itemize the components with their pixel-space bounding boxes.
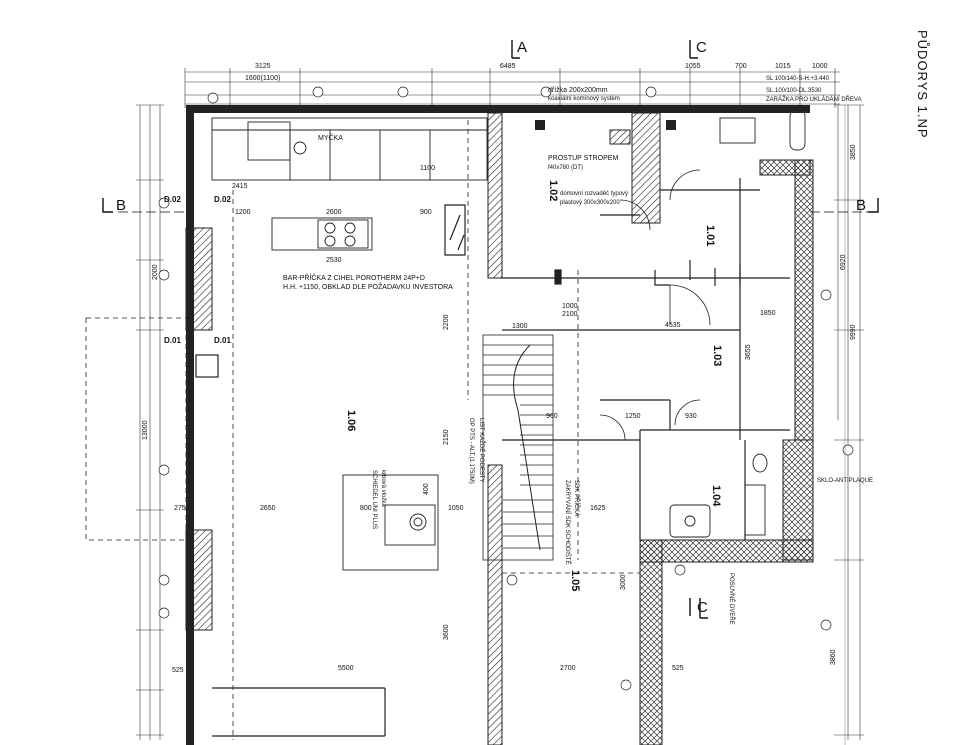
dim-2700: 2700 <box>560 665 576 672</box>
dim-2100: 2100 <box>562 311 578 318</box>
section-marker-c-top: C <box>696 39 707 56</box>
dim-top-2: 6485 <box>500 63 516 70</box>
dim-1200: 1200 <box>235 209 251 216</box>
wall-tag-d01-a: D.01 <box>164 336 181 345</box>
dim-930: 930 <box>685 413 697 420</box>
note-stair-4: ZAKRYVÁNÍ SDK SCHODIŠTĚ <box>564 480 572 565</box>
circle-tags <box>158 86 854 691</box>
note-distribution-1: domovní rozvaděč typový <box>560 191 628 197</box>
dim-400: 400 <box>423 483 430 495</box>
dim-800: 800 <box>360 505 372 512</box>
note-fireplace: krbová vložka <box>380 470 386 507</box>
dim-5500: 5500 <box>338 665 354 672</box>
section-marker-b-right: B <box>856 197 866 214</box>
dim-3600: 3600 <box>443 624 450 640</box>
door-swings <box>599 169 711 441</box>
note-passage: PROSTUP STROPEM <box>548 155 618 162</box>
note-stair-3: SDK PŘÍČKA <box>573 480 581 516</box>
room-label-1-02: 1.02 <box>547 180 559 201</box>
dim-4535: 4535 <box>665 322 681 329</box>
section-markers <box>102 40 879 619</box>
note-sliding-door: POSUVNÉ DVEŘE <box>728 573 736 625</box>
dim-top-1: 3125 <box>255 63 271 70</box>
dim-3000: 3000 <box>620 574 627 590</box>
dim-top-4: 700 <box>735 63 747 70</box>
dim-top-a: 1600(1100) <box>245 75 280 82</box>
room-label-1-04: 1.04 <box>710 485 722 507</box>
note-storage: ZARÁŽKA PRO UKLÁDÁNÍ DŘEVA <box>766 95 862 103</box>
fireplace <box>342 474 439 571</box>
dim-1050: 1050 <box>448 505 464 512</box>
dim-900: 900 <box>420 209 432 216</box>
note-stair-2: OP PTS - ALT.(1.1750M) <box>468 418 474 484</box>
room-label-1-06: 1.06 <box>345 410 357 431</box>
bathroom-fixtures <box>669 109 806 538</box>
dim-2650: 2650 <box>260 505 276 512</box>
note-bar-2: H.H. +1150, OBKLAD DLE POŽADAVKU INVESTO… <box>283 282 453 291</box>
dim-top-6: 1000 <box>812 63 828 70</box>
dim-2600: 2600 <box>326 209 342 216</box>
note-sl2: SL.100/100-DL.3530 <box>766 88 822 94</box>
dim-525: 525 <box>672 665 684 672</box>
note-chimney-sub: koaxiální komínový systém <box>548 96 620 102</box>
dim-2415: 2415 <box>232 183 248 190</box>
dim-960: 960 <box>546 413 558 420</box>
wall-tag-d01-b: D.01 <box>214 336 231 345</box>
dim-1300: 1300 <box>512 323 528 330</box>
drawing-title: PŮDORYS 1.NP <box>915 30 930 139</box>
note-dishwasher: MYČKA <box>318 133 343 142</box>
dim-3860: 3860 <box>830 649 837 665</box>
dim-1625: 1625 <box>590 505 606 512</box>
note-fireplace-2: SCHIEDEL UNI PLUS <box>371 470 377 529</box>
kitchen-counter <box>211 117 488 251</box>
dim-2000: 2000 <box>152 264 159 280</box>
wall-tag-d02-a: D.02 <box>164 195 181 204</box>
dimension-texts: 3125 6485 1055 700 1015 1000 1600(1100) … <box>142 63 857 674</box>
dim-1250: 1250 <box>625 413 641 420</box>
dim-2150: 2150 <box>443 429 450 445</box>
section-marker-c-bottom: C <box>697 599 708 616</box>
dim-top-5: 1015 <box>775 63 791 70</box>
dim-525-left: 525 <box>172 667 184 674</box>
walls <box>185 105 814 745</box>
dim-9990: 9990 <box>850 324 857 340</box>
dim-1100: 1100 <box>420 165 435 172</box>
section-marker-a: A <box>517 39 527 56</box>
note-passage-sub: f40x780 (DT) <box>548 165 583 171</box>
dimension-lines <box>136 68 864 740</box>
dim-1000: 1000 <box>562 303 578 310</box>
room-label-1-01: 1.01 <box>704 225 716 246</box>
room-label-1-05: 1.05 <box>569 570 581 591</box>
note-distribution-2: plastový 300x300x200 <box>560 200 620 206</box>
dim-3655: 3655 <box>745 344 752 360</box>
note-bar-1: BAR-PŘÍČKA Z CIHEL POROTHERM 24P+D <box>283 273 425 282</box>
dim-2200: 2200 <box>443 314 450 330</box>
dim-6920: 6920 <box>840 254 847 270</box>
dim-2530: 2530 <box>326 257 342 264</box>
wall-tag-d02-b: D.02 <box>214 195 231 204</box>
dim-3850: 3850 <box>850 144 857 160</box>
room-label-1-03: 1.03 <box>711 345 723 366</box>
note-sl1: SL 100/140-S-H.+3.440 <box>766 76 830 82</box>
dim-13000: 13000 <box>142 420 149 440</box>
dashed-outlines <box>85 120 640 740</box>
dim-1850: 1850 <box>760 310 776 317</box>
note-stair-1: LIST KAŽDÉ PODESTY <box>478 418 486 483</box>
note-chimney: dřížka 200x200mm <box>548 87 608 94</box>
section-marker-b-left: B <box>116 197 126 214</box>
pipe-markers <box>195 204 741 378</box>
dim-top-3: 1055 <box>685 63 701 70</box>
note-glass: SKLO-ANTIPLAQUE <box>817 478 873 484</box>
dim-275: 275 <box>174 505 186 512</box>
partitions <box>212 178 790 737</box>
staircase <box>482 334 554 561</box>
